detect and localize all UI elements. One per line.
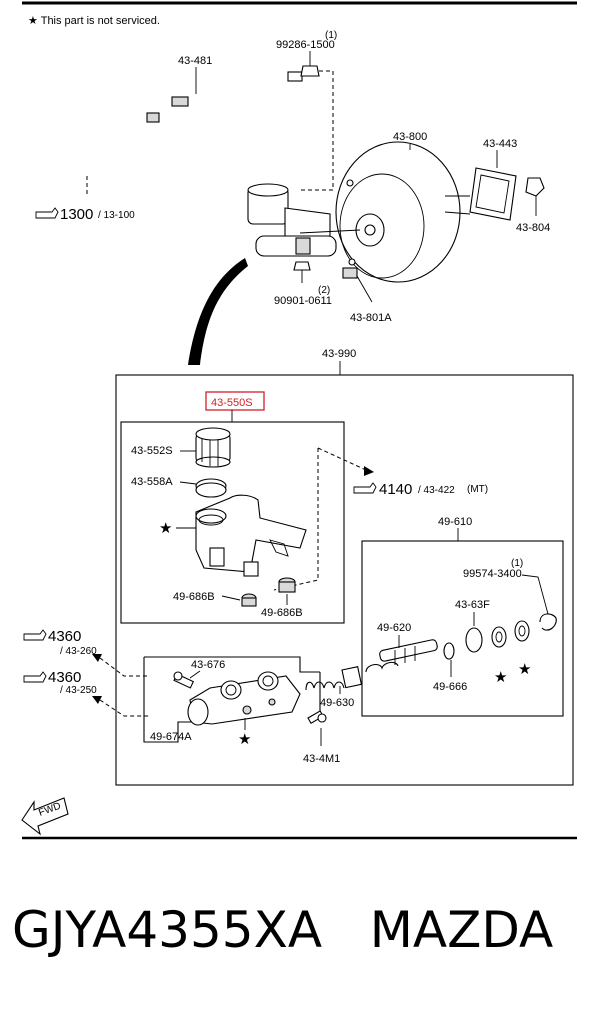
fwd-arrow-icon: FWD — [21, 797, 69, 836]
booster-gasket — [469, 167, 517, 221]
reservoir-cap — [195, 427, 231, 468]
booster-nut — [525, 177, 545, 197]
booster-label-plate — [342, 267, 358, 279]
reservoir-box-43-550S — [120, 421, 345, 624]
label-49-610: 49-610 — [438, 516, 472, 528]
snap-ring — [539, 613, 557, 631]
master-cylinder-frame — [144, 656, 320, 673]
label-ref-4360-a-sub: / 43-260 — [60, 646, 97, 657]
bleeder-bolt — [173, 671, 195, 689]
reference-hand-icon — [23, 629, 47, 641]
label-43-990: 43-990 — [322, 348, 356, 360]
label-43-558A: 43-558A — [131, 476, 173, 488]
label-43-550S: 43-550S — [211, 397, 253, 409]
reference-4360-a: 4360 / 43-260 — [23, 628, 97, 657]
primary-piston — [305, 666, 363, 691]
label-ref-4140-sub: / 43-422 — [418, 485, 455, 496]
star-icon: ★ — [238, 731, 251, 748]
highlight-box-43-550S — [205, 391, 265, 411]
label-ref-4140: 4140 — [379, 481, 412, 498]
label-43-801A: 43-801A — [350, 312, 392, 324]
reservoir-tank — [195, 494, 307, 577]
brake-booster — [299, 141, 471, 283]
star-icon: ★ — [159, 520, 172, 537]
star-icon: ★ — [518, 661, 531, 678]
not-serviced-note: ★ This part is not serviced. — [28, 15, 160, 27]
master-cylinder-body — [187, 671, 301, 726]
secondary-piston — [365, 639, 455, 673]
reservoir-grommets — [241, 577, 296, 607]
label-ref-4360-b: 4360 — [48, 669, 81, 686]
label-49-686B-right: 49-686B — [261, 607, 303, 619]
brand-name: MAZDA — [369, 901, 554, 959]
mounting-bolt — [307, 710, 327, 724]
label-49-674A: 49-674A — [150, 731, 192, 743]
label-ref-1300: 1300 — [60, 206, 93, 223]
label-49-686B-left: 49-686B — [173, 591, 215, 603]
master-cylinder-upper — [247, 183, 337, 257]
label-99286-1500: 99286-1500 — [276, 39, 335, 51]
label-43-804: 43-804 — [516, 222, 550, 234]
reference-4360-b: 4360 / 43-250 — [23, 669, 97, 696]
label-90901-qty: (2) — [318, 285, 330, 296]
label-43-800: 43-800 — [393, 131, 427, 143]
part-caption: GJYA4355XA MAZDA — [12, 895, 592, 965]
label-43-676: 43-676 — [191, 659, 225, 671]
label-43-481: 43-481 — [178, 55, 212, 67]
label-49-666: 49-666 — [433, 681, 467, 693]
zoom-pointer — [188, 258, 248, 365]
washer-43-63F — [465, 627, 483, 653]
label-ref-4360-a: 4360 — [48, 628, 81, 645]
label-ref-1300-sub: / 13-100 — [98, 210, 135, 221]
label-49-630: 49-630 — [320, 697, 354, 709]
reference-hand-icon — [23, 671, 47, 683]
label-43-4M1: 43-4M1 — [303, 753, 340, 765]
label-99574-qty: (1) — [511, 558, 523, 569]
label-ref-4360-b-sub: / 43-250 — [60, 685, 97, 696]
label-43-443: 43-443 — [483, 138, 517, 150]
label-99574-3400: 99574-3400 — [463, 568, 522, 580]
assembly-box-43-990 — [115, 374, 574, 786]
label-43-552S: 43-552S — [131, 445, 173, 457]
reference-hand-icon — [35, 207, 59, 219]
reference-1300: 1300 / 13-100 — [35, 206, 135, 223]
seal-cup-b — [514, 620, 530, 642]
label-49-620: 49-620 — [377, 622, 411, 634]
reference-4140: 4140 / 43-422 (MT) — [353, 481, 488, 498]
seal-cup-a — [491, 626, 507, 648]
label-43-63F: 43-63F — [455, 599, 490, 611]
part-number: GJYA4355XA — [12, 901, 323, 959]
brake-pipe — [83, 71, 303, 195]
label-90901-0611: 90901-0611 — [274, 295, 332, 307]
label-ref-4140-mt: (MT) — [467, 484, 488, 495]
piston-kit-box-49-610 — [361, 540, 564, 717]
star-icon: ★ — [494, 669, 507, 686]
label-99286-qty: (1) — [325, 30, 337, 41]
reference-hand-icon — [353, 482, 377, 494]
parts-diagram: ★ This part is not serviced. 43-481 (1) … — [21, 1, 577, 840]
